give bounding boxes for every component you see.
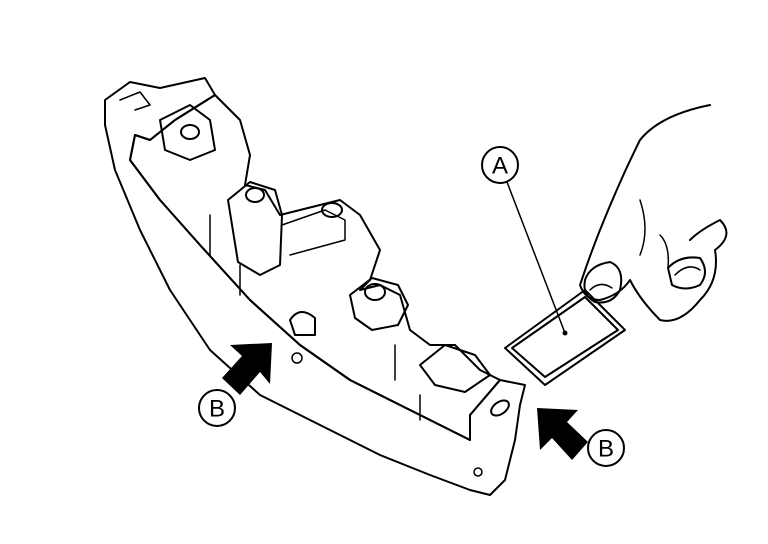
flange-tab bbox=[119, 91, 151, 111]
boss-middle bbox=[227, 181, 283, 276]
housing-body bbox=[129, 94, 501, 441]
boss-top bbox=[159, 104, 216, 161]
thumb bbox=[583, 261, 623, 304]
gasket-surface bbox=[104, 77, 526, 496]
bolt-hole bbox=[180, 124, 200, 140]
callout-a-label: A bbox=[492, 153, 508, 180]
boss-lower bbox=[349, 277, 409, 331]
fingernail bbox=[674, 266, 701, 276]
scraper-blade bbox=[504, 289, 626, 386]
arrow-b-right-icon bbox=[537, 408, 588, 460]
thumbnail bbox=[589, 283, 613, 291]
hand bbox=[579, 104, 728, 322]
callout-b-right-label: B bbox=[598, 436, 614, 463]
callout-b-left-label: B bbox=[209, 396, 225, 423]
boss-small bbox=[289, 311, 316, 336]
finger bbox=[667, 256, 706, 290]
bolt-hole bbox=[321, 202, 343, 218]
detail-lines bbox=[209, 214, 421, 421]
callout-b-right-circle bbox=[587, 429, 625, 467]
bolt-hole bbox=[245, 187, 265, 203]
hand-creases bbox=[639, 199, 670, 269]
callout-b-left-circle bbox=[198, 389, 236, 427]
housing-part bbox=[104, 77, 526, 496]
boss-end bbox=[419, 344, 491, 393]
bolt-hole bbox=[291, 352, 303, 364]
bolt-hole bbox=[473, 467, 483, 477]
callout-a-circle bbox=[481, 146, 519, 184]
arrow-b-left-icon bbox=[222, 343, 272, 395]
bolt-hole bbox=[490, 399, 510, 417]
bolt-hole bbox=[364, 283, 386, 301]
leader-line-a bbox=[506, 181, 566, 334]
rib bbox=[281, 209, 346, 256]
scraper-tool bbox=[504, 289, 626, 386]
